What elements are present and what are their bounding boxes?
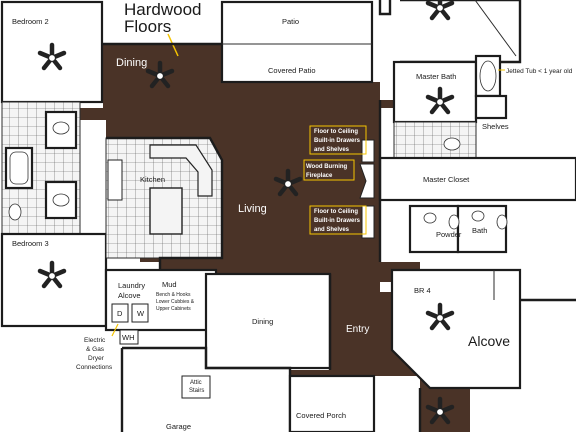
master-bath-tile xyxy=(393,121,477,159)
kitchen-island xyxy=(149,187,183,235)
water-heater-icon xyxy=(119,329,139,345)
sink-icon xyxy=(52,121,70,135)
bedroom-3-label: Bedroom 3 xyxy=(12,239,49,248)
vanity-icon xyxy=(44,110,78,150)
electric-gas-line4: Connections xyxy=(76,364,113,371)
master-closet-room xyxy=(378,156,576,202)
kitchen-counter xyxy=(149,144,213,197)
kitchen-label: Kitchen xyxy=(140,175,165,184)
built-in-note-top-line2: Built-in Drawers xyxy=(314,138,361,144)
jetted-tub-note: Jetted Tub < 1 year old xyxy=(506,68,573,75)
water-heater-label: WH xyxy=(122,333,135,342)
built-in-note-bottom-line2: Built-in Drawers xyxy=(314,218,361,224)
shelves-label: Shelves xyxy=(482,122,509,131)
toilet-icon xyxy=(8,203,22,221)
hardwood-living-strip xyxy=(215,258,330,274)
washer-icon xyxy=(131,303,149,323)
dining-bottom-label: Dining xyxy=(252,317,273,326)
living-label: Living xyxy=(238,203,267,215)
sink-icon xyxy=(423,212,437,224)
dryer-label: D xyxy=(117,309,123,318)
entry-label: Entry xyxy=(346,324,369,335)
sink-icon xyxy=(52,193,70,207)
patio-label: Patio xyxy=(282,17,299,26)
bench-note-line2: Lower Cubbies & xyxy=(156,299,195,305)
hardwood-title-line2: Floors xyxy=(124,17,171,36)
built-in-note-bottom-line3: and Shelves xyxy=(314,227,350,233)
attic-label-line2: Stairs xyxy=(189,388,204,394)
patio-room xyxy=(220,0,374,84)
covered-porch-room xyxy=(288,374,376,432)
attic-stairs-icon xyxy=(181,375,211,399)
bath-label: Bath xyxy=(472,226,487,235)
master-closet-label: Master Closet xyxy=(423,175,470,184)
master-bath-label: Master Bath xyxy=(416,72,456,81)
fireplace-note-line2: Fireplace xyxy=(306,173,333,179)
fireplace-note-line1: Wood Burning xyxy=(306,164,348,170)
attic-label-line1: Attic xyxy=(190,380,202,386)
ceiling-fan-icon xyxy=(428,0,452,18)
built-in-note-bottom-line1: Floor to Ceiling xyxy=(314,209,358,215)
powder-label: Powder xyxy=(436,230,462,239)
fireplace-icon xyxy=(359,163,375,199)
dryer-icon xyxy=(111,303,129,323)
electric-gas-line3: Dryer xyxy=(88,355,105,362)
dining-top-label: Dining xyxy=(116,57,147,69)
bedroom-4-room xyxy=(390,268,522,390)
bench-note-line1: Bench & Hooks xyxy=(156,292,191,298)
electric-gas-line1: Electric xyxy=(84,337,106,344)
sink-icon xyxy=(471,210,485,222)
covered-porch-label: Covered Porch xyxy=(296,411,346,420)
toilet-icon xyxy=(448,214,460,230)
mud-label: Mud xyxy=(162,280,177,289)
master-bath-room xyxy=(392,60,478,124)
sink-icon xyxy=(443,137,461,151)
alcove-right-label: Alcove xyxy=(468,333,510,349)
electric-gas-line2: & Gas xyxy=(86,346,105,353)
toilet-icon xyxy=(496,214,508,230)
washer-label: W xyxy=(137,309,145,318)
built-in-note-top-line3: and Shelves xyxy=(314,147,350,153)
covered-patio-label: Covered Patio xyxy=(268,66,316,75)
garage-label: Garage xyxy=(166,422,191,431)
br4-label: BR 4 xyxy=(414,286,431,295)
built-in-note-top-line1: Floor to Ceiling xyxy=(314,129,358,135)
hardwood-title-line1: Hardwood xyxy=(124,0,202,19)
bedroom-2-label: Bedroom 2 xyxy=(12,17,49,26)
dining-bottom-room xyxy=(204,272,332,370)
bench-note-line3: Upper Cabinets xyxy=(156,306,191,312)
laundry-label-line2: Alcove xyxy=(118,291,141,300)
laundry-label-line1: Laundry xyxy=(118,281,145,290)
stove-icon xyxy=(107,159,123,201)
